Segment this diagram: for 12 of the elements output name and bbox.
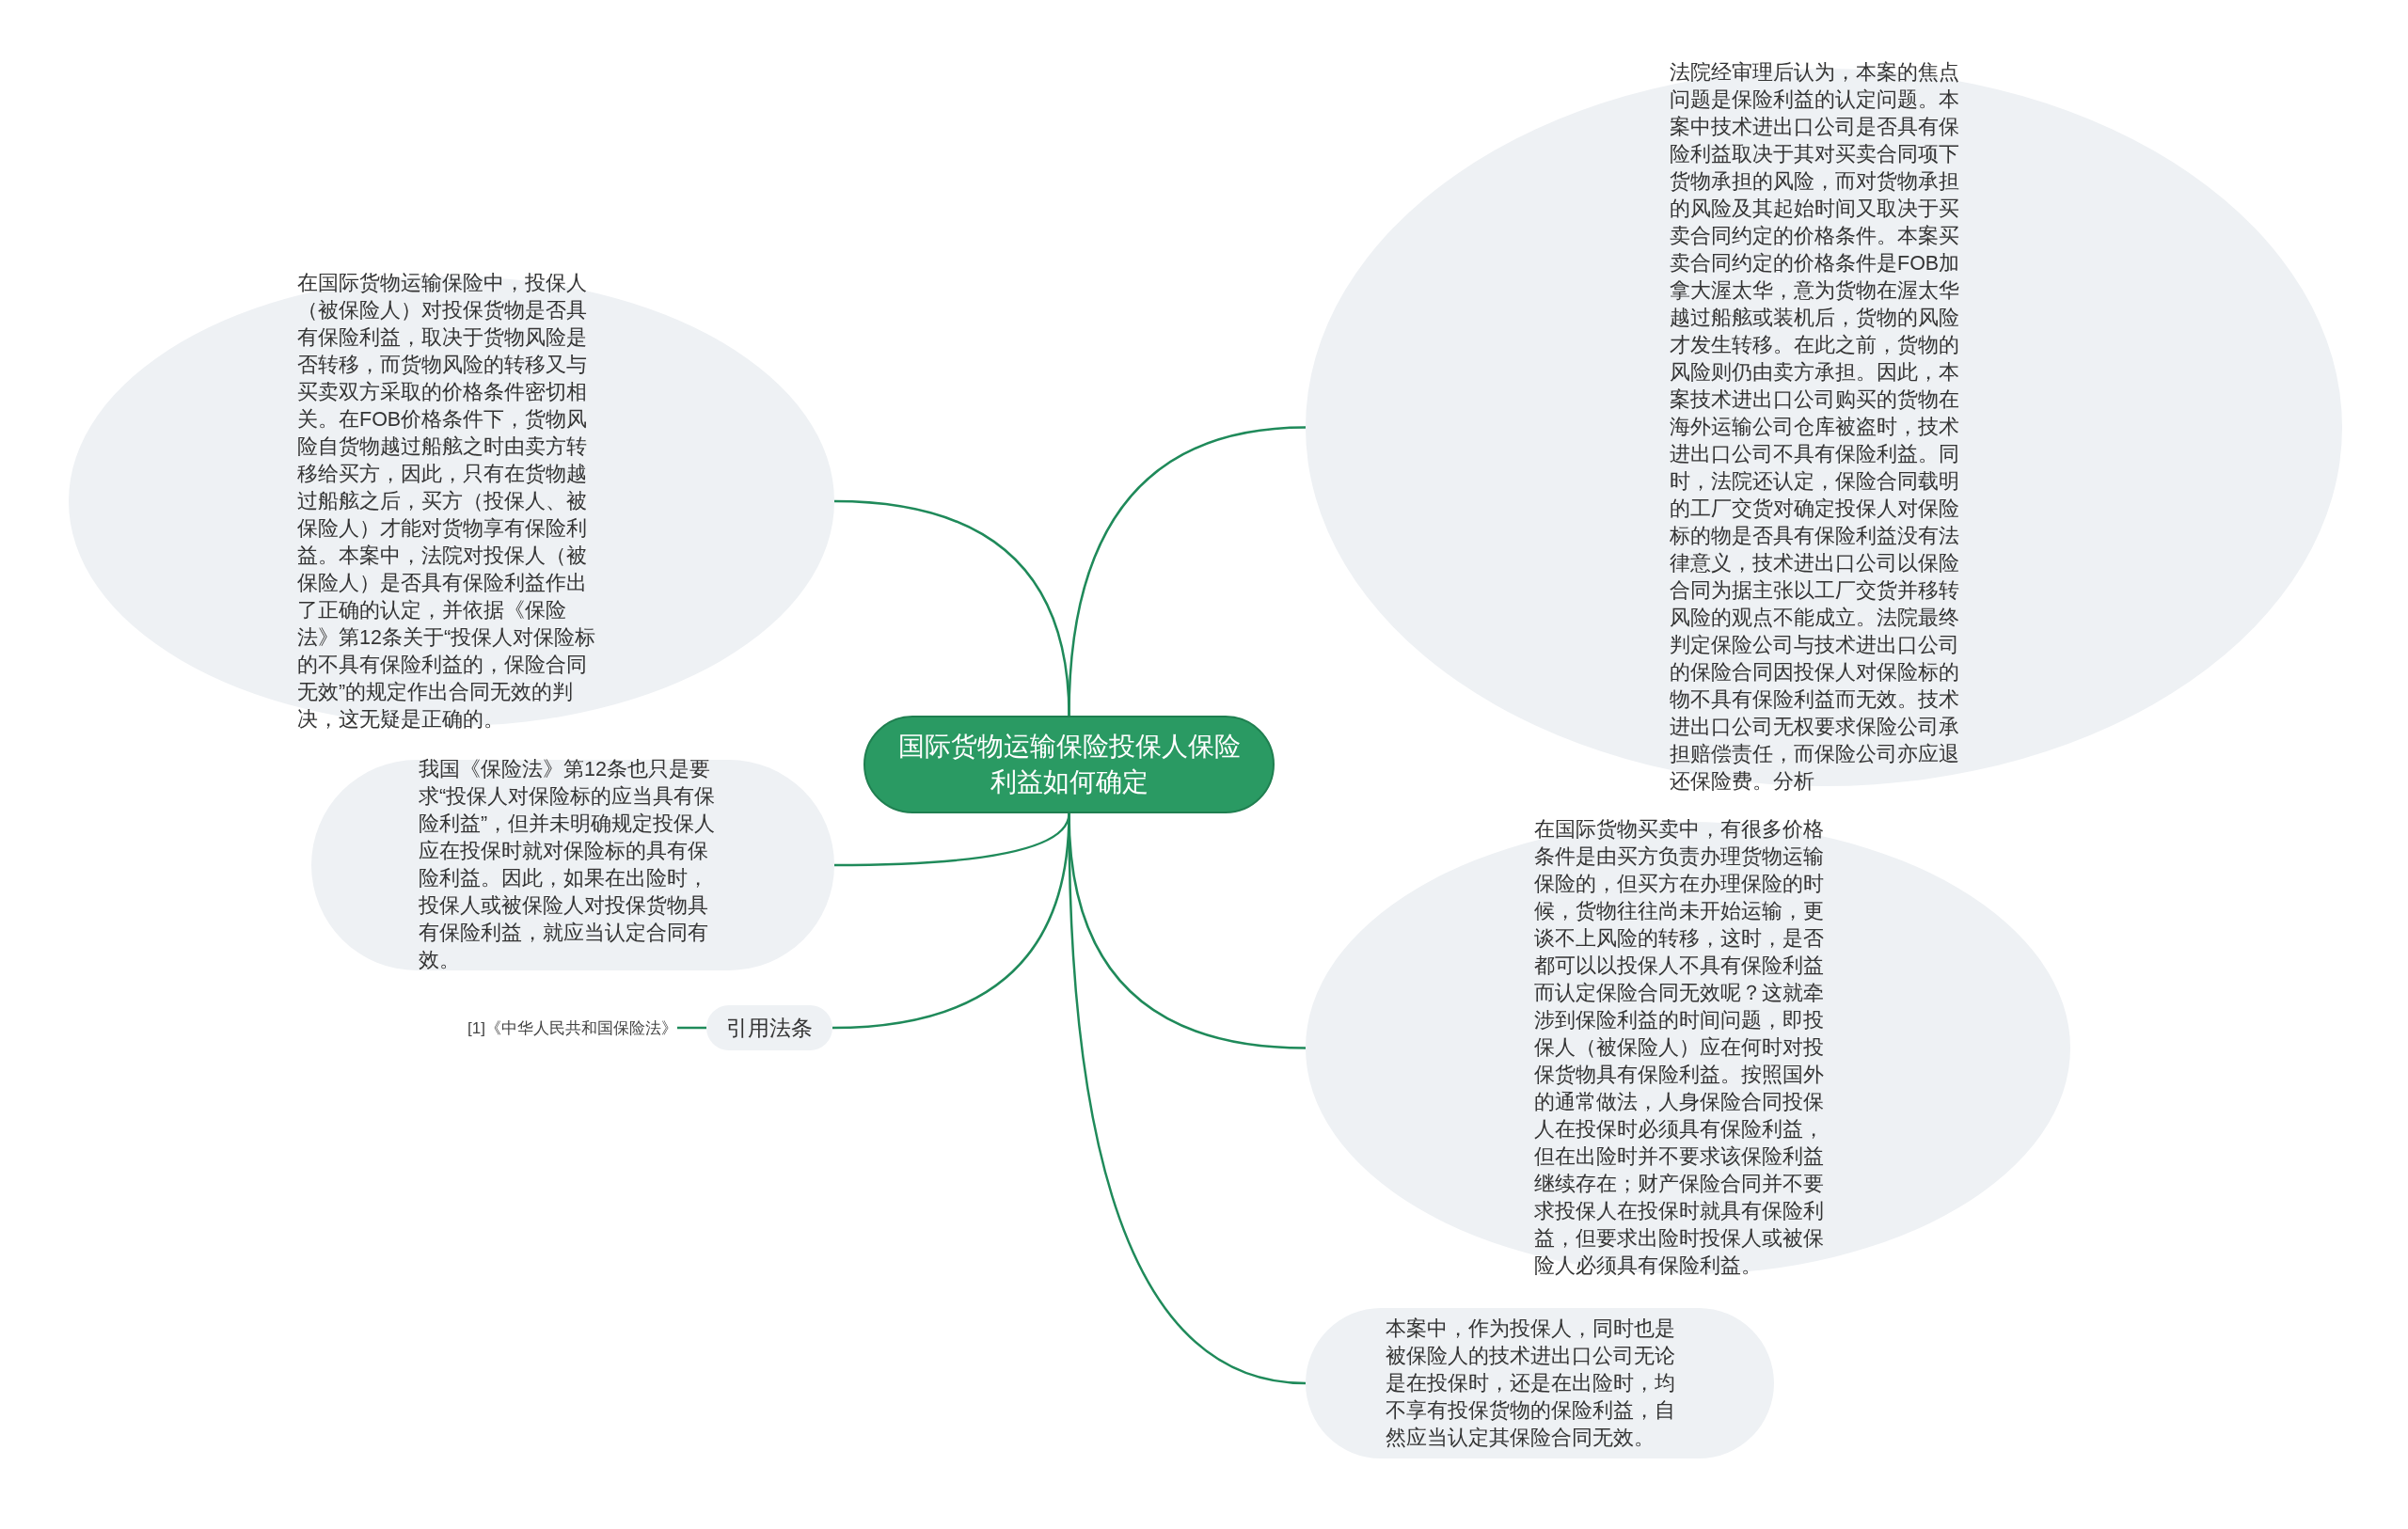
reference-text: [1]《中华人民共和国保险法》: [442, 1012, 677, 1044]
branch-line: [677, 1026, 706, 1030]
note-text: 在国际货物运输保险中，投保人（被保险人）对投保货物是否具有保险利益，取决于货物风险是否转移，而货物风险的转移又与买卖双方采取的价格条件密切相关。在FOB价格条件下，货物风险自货物越过船舷之时由卖方转移给买方，因此，只有在货物越过船舷之后，买方（投保人、被保险人）才能对货物享有保险利益。本案中，法院对投保人（被保险人）是否具有保险利益作出了正确的认定，并依据《保险法》第12条关于“投保人对保险标的不具有保险利益的，保险合同无效”的规定作出合同无效的判决，这无疑是正确的。: [297, 270, 597, 733]
note-text: 我国《保险法》第12条也只是要求“投保人对保险标的应当具有保险利益”，但并未明确规定投保人应在投保时就对保险标的具有保险利益。因此，如果在出险时，投保人或被保险人对投保货物具有保险利益，就应当认定合同有效。: [419, 757, 717, 973]
note-text: 法院经审理后认为，本案的焦点问题是保险利益的认定问题。本案中技术进出口公司是否具有保险利益取决于其对买卖合同项下货物承担的风险，而对货物承担的风险及其起始时间又取决于买卖合同约定的价格条件。本案买卖合同约定的价格条件是FOB加拿大渥太华，意为货物在渥太华越过船舷或装机后，货物的风险才发生转移。在此之前，货物的风险则仍由卖方承担。因此，本案技术进出口公司购买的货物在海外运输公司仓库被盗时，技术进出口公司不具有保险利益。同时，法院还认定，保险合同载明的工厂交货对确定投保人对保险标的物是否具有保险利益没有法律意义，技术进出口公司以保险合同为据主张以工厂交货并移转风险的观点不能成立。法院最终判定保险公司与技术进出口公司的保险合同因投保人对保险标的物不具有保险利益而无效。技术进出口公司无权要求保险公司承担赔偿责任，而保险公司亦应退还保险费。分析: [1670, 60, 1961, 795]
topic-title: 国际货物运输保险投保人保险利益如何确定: [896, 731, 1242, 798]
branch-box: [706, 1005, 832, 1050]
branch-label: 引用法条: [726, 1014, 813, 1042]
note-text: 本案中，作为投保人，同时也是被保险人的技术进出口公司无论是在投保时，还是在出险时，均不享有投保货物的保险利益，自然应当认定其保险合同无效。: [1386, 1316, 1676, 1451]
branch-line: [1068, 812, 1307, 1385]
note-text: 在国际货物买卖中，有很多价格条件是由买方负责办理货物运输保险的，但买方在办理保险的时候，货物往往尚未开始运输，更谈不上风险的转移，这时，是否都可以以投保人不具有保险利益而认定保险合同无效呢？这就牵涉到保险利益的时间问题，即投保人（被保险人）应在何时对投保货物具有保险利益。按照国外的通常做法，人身保险合同投保人在投保时必须具有保险利益，但在出险时并不要求该保险利益继续存在；财产保险合同并不要求投保人在投保时就具有保险利益，但要求出险时投保人或被保险人必须具有保险利益。: [1533, 817, 1825, 1279]
branch-line: [1068, 426, 1307, 717]
